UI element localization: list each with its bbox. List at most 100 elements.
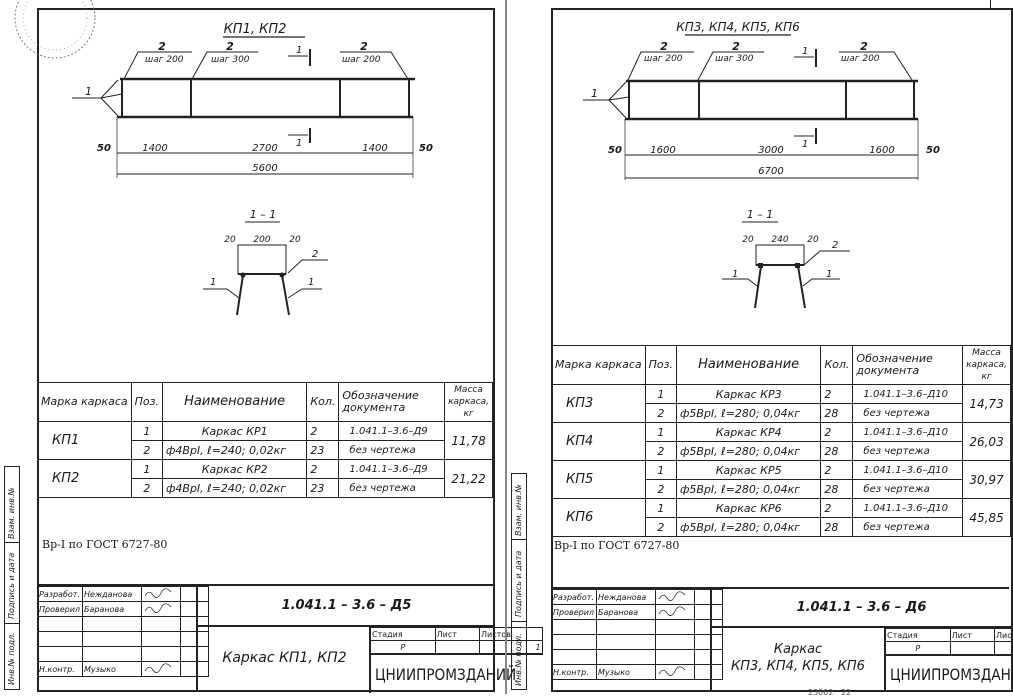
cell-doc: 1.041.1–3.6–Д9: [338, 421, 446, 441]
cell-pos: 2: [644, 517, 678, 537]
cage-plan-drawing: КП1, КП2 2 шаг 200 2 шаг 300 2 шаг 200 1…: [72, 22, 433, 178]
sheet-corner-box: [990, 0, 1013, 8]
callout-pos: 2: [860, 40, 868, 53]
signature-mark: [655, 664, 695, 680]
dim-value: 50: [419, 143, 433, 154]
sheet-title-line: КП3, КП4, КП5, КП6: [731, 659, 865, 674]
signature-name: [82, 631, 142, 647]
signature-mark: [655, 589, 695, 605]
dim-value: 1400: [362, 143, 387, 154]
cell-pos: 1: [644, 498, 678, 518]
cell-pos: 1: [644, 384, 678, 404]
header-qty: Кол.: [306, 382, 340, 422]
cell-name: ф5ВрI, ℓ=280; 0,04кг: [675, 403, 822, 423]
section-dim: 20: [289, 235, 301, 245]
drawing-title: КП3, КП4, КП5, КП6: [676, 20, 800, 34]
cell-mark: КП5: [551, 460, 646, 499]
signature-role: Проверил: [37, 601, 83, 617]
cell-mass: 14,73: [962, 384, 1011, 423]
signature-role: [551, 649, 597, 665]
stage-value: [434, 640, 480, 655]
stage-value: 1: [993, 641, 1013, 656]
dim-value: 1400: [142, 143, 167, 154]
section-label: 1: [826, 269, 832, 280]
handwritten-signature-icon: [144, 663, 172, 673]
cell-mark: КП4: [551, 422, 646, 461]
signature-name: [596, 649, 656, 665]
cell-qty: 23: [306, 478, 340, 498]
cell-pos: 2: [130, 478, 164, 498]
cell-name: Каркас КР6: [675, 498, 822, 518]
specification-table: Марка каркаса Поз. Наименование Кол. Обо…: [551, 345, 1011, 537]
cell-mark: КП6: [551, 498, 646, 537]
cell-qty: 2: [306, 421, 340, 441]
cell-doc: 1.041.1–3.6–Д10: [852, 498, 964, 518]
signature-role: [551, 619, 597, 635]
cell-name: ф4ВрI, ℓ=240; 0,02кг: [161, 478, 308, 498]
stage-header: Листов: [993, 628, 1013, 642]
signature-mark: [141, 616, 181, 632]
cell-name: ф4ВрI, ℓ=240; 0,02кг: [161, 440, 308, 460]
signature-row: [551, 634, 723, 650]
cell-name: Каркас КР4: [675, 422, 822, 442]
signature-mark: [655, 619, 695, 635]
signature-mark: [141, 661, 181, 677]
cell-doc: 1.041.1–3.6–Д10: [852, 460, 964, 480]
material-note: Вр-I по ГОСТ 6727-80: [554, 539, 680, 552]
cell-qty: 2: [306, 459, 340, 479]
signature-mark: [655, 604, 695, 620]
cell-mark: КП3: [551, 384, 646, 423]
side-stamp-label: Подпись и дата: [7, 552, 16, 619]
cell-qty: 2: [820, 460, 854, 480]
header-doc: Обозначение документа: [852, 345, 964, 385]
signature-row: [551, 619, 723, 635]
section-dim: 200: [253, 235, 270, 245]
cell-mark: КП2: [37, 459, 132, 498]
signature-row: [37, 616, 209, 632]
cell-name: ф5ВрI, ℓ=280; 0,04кг: [675, 441, 822, 461]
signature-name: [596, 634, 656, 650]
signature-role: [37, 646, 83, 662]
cell-qty: 2: [820, 422, 854, 442]
cell-mass: 21,22: [444, 459, 493, 498]
cell-pos: 1: [644, 422, 678, 442]
drawing-frame: [37, 8, 495, 692]
sheet-divider: [505, 0, 507, 694]
section-mark: 1: [296, 138, 302, 149]
cell-mass: 45,85: [962, 498, 1011, 537]
header-mass: Масса каркаса, кг: [962, 345, 1011, 385]
callout-pos: 2: [158, 40, 166, 53]
signature-name: [82, 646, 142, 662]
signature-row: [37, 631, 209, 647]
side-stamp-label: Подпись и дата: [514, 550, 523, 617]
callout-step: шаг 200: [145, 55, 184, 65]
signature-name: [596, 619, 656, 635]
stage-header: Лист: [949, 628, 995, 642]
signature-row: [37, 646, 209, 662]
signature-role: Разработ.: [37, 586, 83, 602]
signature-mark: [141, 601, 181, 617]
cell-pos: 1: [130, 421, 164, 441]
cell-mark: КП1: [37, 421, 132, 460]
doc-code: 1.041.1 – 3.6 – Д5: [196, 586, 495, 627]
cell-name: Каркас КР5: [675, 460, 822, 480]
cell-qty: 28: [820, 517, 854, 537]
signature-role: Н.контр.: [551, 664, 597, 680]
signature-role: Разработ.: [551, 589, 597, 605]
side-stamp-label: Взам. инв.№: [514, 484, 523, 536]
drawing-title: КП1, КП2: [224, 22, 287, 37]
doc-code: 1.041.1 – 3.6 – Д6: [710, 589, 1011, 628]
side-stamp-label: Инв.№ подл.: [7, 632, 16, 685]
signature-role: [37, 631, 83, 647]
signature-role: Н.контр.: [37, 661, 83, 677]
cell-doc: 1.041.1–3.6–Д10: [852, 422, 964, 442]
sheet-left: КП1, КП2 2 шаг 200 2 шаг 300 2 шаг 200 1…: [0, 0, 543, 694]
section-label: 1: [308, 277, 314, 288]
